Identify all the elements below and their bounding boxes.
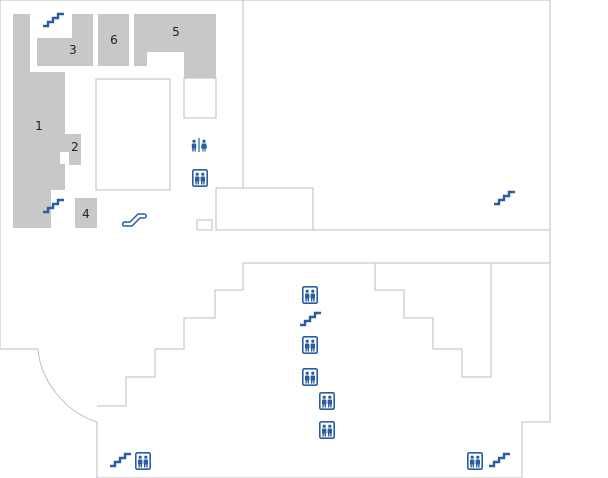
lower-hall-outline [97, 262, 550, 407]
stairs-icon[interactable] [300, 311, 321, 327]
elevator-icon[interactable] [319, 392, 335, 410]
elevator-icon[interactable] [302, 286, 318, 304]
elevator-icon[interactable] [319, 421, 335, 439]
tenant-blocks [13, 14, 216, 228]
elevator-icon[interactable] [467, 452, 483, 470]
room-label-5: 5 [172, 25, 180, 39]
amenity-icons [43, 12, 515, 470]
stairs-icon[interactable] [494, 190, 515, 206]
room-labels: 1 2 3 4 5 6 [35, 25, 180, 221]
room-label-4: 4 [82, 207, 90, 221]
stairs-icon[interactable] [43, 12, 64, 28]
room-5-block[interactable] [134, 14, 216, 78]
room-label-1: 1 [35, 119, 43, 133]
room-6-block[interactable] [98, 14, 129, 66]
elevator-icon[interactable] [135, 452, 151, 470]
room-label-2: 2 [71, 140, 79, 154]
building-walls [0, 0, 551, 478]
stairs-icon[interactable] [110, 452, 131, 468]
upper-building-outline [0, 0, 551, 478]
small-room-right [215, 187, 314, 231]
elevator-icon[interactable] [302, 368, 318, 386]
service-room [183, 77, 217, 119]
atrium-void [95, 78, 171, 191]
elevator-icon[interactable] [302, 336, 318, 354]
kiosk [196, 219, 213, 231]
room-label-6: 6 [110, 33, 118, 47]
stairs-icon[interactable] [489, 452, 510, 468]
elevator-icon[interactable] [192, 169, 208, 187]
room-1-block[interactable] [13, 14, 65, 228]
room-label-3: 3 [69, 43, 77, 57]
room-2-block[interactable] [59, 134, 81, 165]
restroom-icon[interactable] [191, 138, 207, 152]
escalator-icon[interactable] [121, 213, 147, 227]
room-4-block[interactable] [75, 198, 97, 228]
room-3-block[interactable] [37, 14, 93, 66]
stairs-icon[interactable] [43, 198, 64, 214]
